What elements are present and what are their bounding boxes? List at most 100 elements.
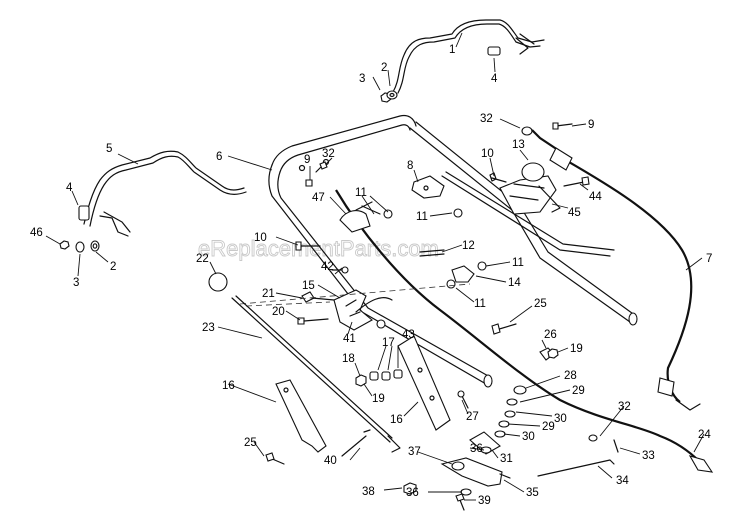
bolt-9-mid (305, 179, 313, 187)
callout-29: 29 (572, 385, 585, 397)
callout-11: 11 (355, 187, 367, 199)
pin-4-left (78, 205, 90, 221)
washer-30a (504, 410, 516, 418)
callout-31: 31 (500, 453, 513, 465)
bracket-8 (411, 175, 445, 199)
callout-32: 32 (322, 148, 335, 160)
callout-16: 16 (390, 414, 403, 426)
callout-3: 3 (73, 277, 79, 289)
callout-7: 7 (706, 253, 712, 265)
spacers-17 (369, 369, 403, 381)
callout-25: 25 (534, 298, 547, 310)
callout-15: 15 (302, 280, 315, 292)
bolt-27 (457, 390, 469, 409)
rod-40 (341, 429, 371, 457)
callout-25: 25 (244, 437, 257, 449)
callout-41: 41 (343, 333, 356, 345)
callout-20: 20 (272, 306, 285, 318)
bolt-10-left (295, 241, 321, 251)
callout-21: 21 (262, 288, 275, 300)
callout-9: 9 (304, 154, 310, 166)
callout-27: 27 (466, 411, 479, 423)
callout-10: 10 (254, 232, 267, 244)
callout-4: 4 (491, 73, 498, 85)
callout-36: 36 (406, 487, 419, 499)
bracket-16-left (275, 379, 327, 453)
callout-12: 12 (462, 240, 475, 252)
callout-18: 18 (342, 353, 355, 365)
washer-29a (506, 398, 518, 406)
rod-12 (419, 249, 445, 257)
callout-32: 32 (480, 113, 493, 125)
bolt-10-top (489, 172, 507, 183)
washer-2-top (386, 90, 398, 100)
callout-23: 23 (202, 322, 215, 334)
pin-4-top (487, 46, 501, 56)
main-handle (268, 114, 638, 388)
callout-29: 29 (542, 421, 555, 433)
callout-45: 45 (568, 207, 581, 219)
callout-22: 22 (196, 253, 209, 265)
washer-29b (498, 420, 510, 428)
callouts: 1 2 3 4 32 9 5 6 9 32 8 10 13 44 45 4 47… (30, 44, 712, 507)
washer-30b (494, 430, 506, 438)
rod-34 (537, 459, 615, 477)
callout-10: 10 (481, 148, 494, 160)
callout-14: 14 (508, 277, 521, 289)
callout-2: 2 (110, 261, 116, 273)
leader-lines (45, 32, 705, 501)
nut-46 (59, 240, 70, 250)
callout-3: 3 (359, 73, 365, 85)
bolt-25-left (265, 452, 285, 465)
callout-35: 35 (526, 487, 539, 499)
bracket-15 (333, 289, 393, 331)
bolt-9-top-right (552, 122, 573, 130)
nut-43 (376, 319, 386, 329)
lower-bail (83, 150, 247, 237)
bolt-21 (301, 291, 335, 303)
callout-42: 42 (321, 261, 334, 273)
washer-2-left (90, 240, 100, 252)
callout-47: 47 (312, 192, 325, 204)
washer-32-top (521, 126, 533, 136)
pin-33 (613, 439, 619, 453)
bolt-39 (455, 493, 465, 511)
bolt-20 (297, 317, 329, 325)
callout-28: 28 (564, 370, 577, 382)
watermark: eReplacementParts.com (198, 236, 439, 261)
callout-32: 32 (618, 401, 631, 413)
bolt-32-mid (315, 161, 328, 173)
callout-11: 11 (512, 257, 524, 269)
callout-9: 9 (588, 119, 594, 131)
callout-13: 13 (512, 139, 525, 151)
callout-4: 4 (66, 182, 73, 194)
callout-46: 46 (30, 227, 43, 239)
callout-43: 43 (402, 329, 415, 341)
callout-1: 1 (449, 44, 455, 56)
callout-39: 39 (478, 495, 491, 507)
callout-38: 38 (362, 486, 375, 498)
callout-6: 6 (216, 151, 222, 163)
callout-37: 37 (408, 446, 421, 458)
callout-44: 44 (589, 191, 602, 203)
callout-11: 11 (416, 211, 428, 223)
rod-23 (231, 295, 401, 453)
washer-37 (451, 461, 465, 471)
washer-3-left (75, 241, 85, 253)
throttle-cable (335, 129, 714, 473)
callout-26: 26 (544, 329, 557, 341)
knob-22 (208, 272, 228, 292)
bracket-14 (446, 261, 487, 289)
callout-34: 34 (616, 475, 629, 487)
callout-36: 36 (470, 443, 483, 455)
assembly-line (245, 301, 331, 307)
callout-33: 33 (642, 450, 655, 462)
bracket-16-center (397, 335, 451, 431)
nut-19-right (547, 348, 559, 359)
nut-18 (355, 374, 367, 387)
upper-bail (392, 19, 545, 94)
assembly-line (239, 283, 471, 305)
callout-8: 8 (407, 160, 413, 172)
callout-17: 17 (382, 337, 395, 349)
